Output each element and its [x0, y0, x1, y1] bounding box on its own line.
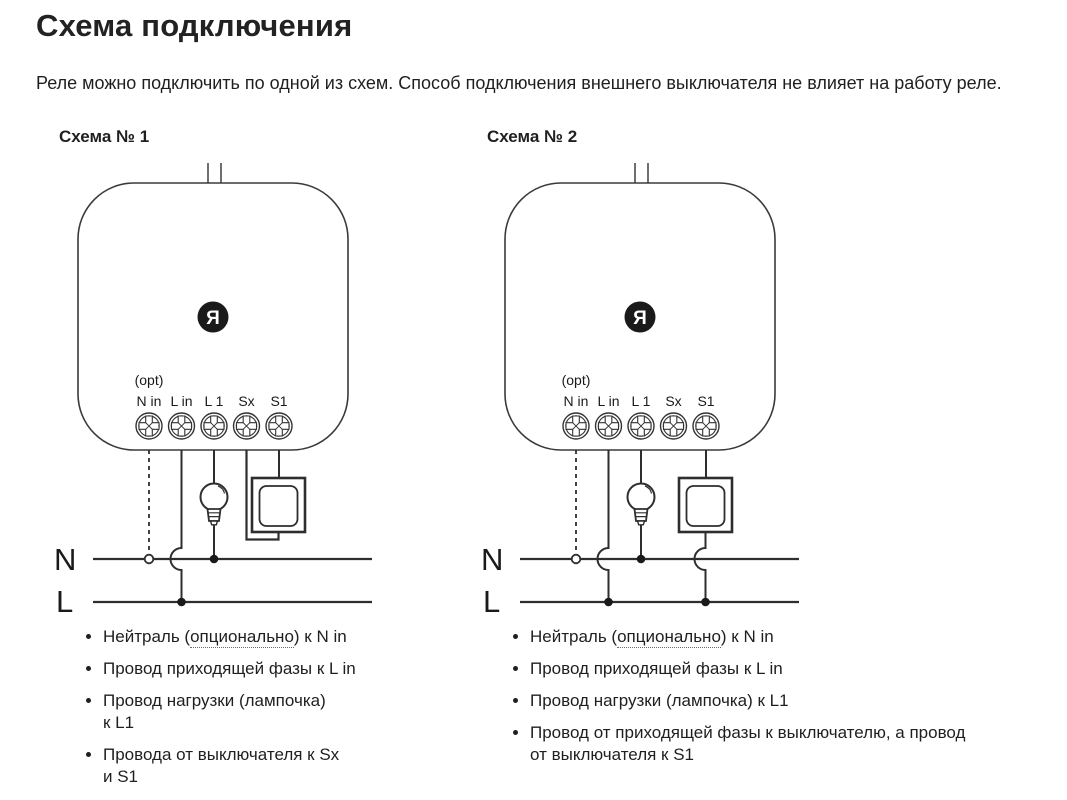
yandex-logo-icon: Я — [624, 301, 656, 333]
wiring — [520, 450, 799, 607]
list-item: Провод нагрузки (лампочка) к L1 — [86, 690, 443, 734]
neutral-label: N — [54, 542, 76, 577]
terminal-label-nin: N in — [137, 393, 162, 409]
terminal-screw-icon — [562, 412, 590, 440]
switch-icon — [677, 476, 734, 534]
scheme-2-heading: Схема № 2 — [487, 127, 578, 146]
terminal-label-l1: L 1 — [632, 393, 651, 409]
note-text: Провод нагрузки (лампочка) к L1 — [530, 691, 789, 710]
junction-dot — [209, 554, 219, 564]
list-item: Провод приходящей фазы к L in — [513, 658, 1040, 680]
sx-wire — [245, 450, 280, 541]
optional-hint: опционально — [190, 627, 294, 648]
note-text: ) к N in — [293, 627, 347, 646]
note-text: Нейтраль ( — [530, 627, 618, 646]
terminal-labels: N in L in L 1 Sx S1 — [564, 393, 715, 409]
lamp-icon — [626, 482, 656, 526]
terminal-screw-icon — [594, 412, 623, 440]
junction-dot — [604, 597, 613, 607]
wiring — [93, 450, 372, 607]
relay-device: Я (opt) N in L in L 1 Sx S1 — [77, 163, 349, 451]
scheme-1-heading: Схема № 1 — [59, 127, 150, 146]
lamp-icon — [199, 482, 229, 526]
note-text: Провод приходящей фазы к L in — [530, 659, 783, 678]
terminal-screw-icon — [627, 412, 655, 440]
terminal-screw-icon — [659, 412, 688, 440]
terminal-label-nin: N in — [564, 393, 589, 409]
phase-in-wire — [169, 450, 183, 602]
terminal-label-lin: L in — [597, 393, 619, 409]
opt-label: (opt) — [562, 372, 591, 388]
note-text: ) к N in — [720, 627, 774, 646]
list-item: Провода от выключателя к Sx и S1 — [86, 744, 443, 788]
terminal-label-sx: Sx — [665, 393, 681, 409]
logo-glyph: Я — [206, 308, 220, 329]
terminal-labels: N in L in L 1 Sx S1 — [137, 393, 288, 409]
phase-in-wire — [596, 450, 610, 602]
relay-device: Я (opt) N in L in L 1 Sx S1 — [504, 163, 776, 451]
note-text: Провод от приходящей фазы к выключателю,… — [530, 723, 966, 764]
terminal-label-lin: L in — [170, 393, 192, 409]
note-text: Провода от выключателя к Sx и S1 — [103, 745, 340, 786]
list-item: Нейтраль (опционально) к N in — [513, 626, 1040, 648]
opt-label: (opt) — [135, 372, 164, 388]
junction-dot — [701, 597, 710, 607]
page-title: Схема подключения — [36, 8, 353, 43]
antenna-wires-icon — [207, 163, 222, 183]
terminal-screw-icon — [167, 412, 196, 440]
wiring-diagram-scheme-2: Я (opt) N in L in L 1 Sx S1 — [481, 163, 799, 619]
logo-glyph: Я — [633, 308, 647, 329]
junction-dot — [636, 554, 646, 564]
list-item: Провод от приходящей фазы к выключателю,… — [513, 722, 1040, 766]
terminal-screw-icon — [200, 412, 228, 440]
open-junction-dot — [570, 553, 582, 565]
terminal-label-s1: S1 — [697, 393, 714, 409]
terminal-screw-icon — [265, 412, 293, 440]
intro-text: Реле можно подключить по одной из схем. … — [36, 73, 1002, 93]
terminal-label-s1: S1 — [270, 393, 287, 409]
switch-icon — [250, 476, 307, 534]
note-text: Нейтраль ( — [103, 627, 191, 646]
list-item: Провод нагрузки (лампочка) к L1 — [513, 690, 1040, 712]
optional-hint: опционально — [617, 627, 721, 648]
switch-return-wire — [693, 532, 707, 602]
scheme-1-notes-list: Нейтраль (опционально) к N in Провод при… — [86, 626, 443, 798]
terminal-label-l1: L 1 — [205, 393, 224, 409]
scheme-2-notes-list: Нейтраль (опционально) к N in Провод при… — [513, 626, 1040, 776]
terminal-screw-icon — [135, 412, 163, 440]
terminal-screw-icon — [232, 412, 261, 440]
list-item: Нейтраль (опционально) к N in — [86, 626, 443, 648]
open-junction-dot — [143, 553, 155, 565]
antenna-wires-icon — [634, 163, 649, 183]
note-text: Провод нагрузки (лампочка) к L1 — [103, 691, 326, 732]
list-item: Провод приходящей фазы к L in — [86, 658, 443, 680]
live-label: L — [483, 584, 500, 619]
yandex-logo-icon: Я — [197, 301, 229, 333]
neutral-label: N — [481, 542, 503, 577]
junction-dot — [177, 597, 186, 607]
wiring-diagram-scheme-1: Я (opt) N in L in L 1 Sx S1 — [54, 163, 372, 619]
terminal-label-sx: Sx — [238, 393, 254, 409]
terminal-screw-icon — [692, 412, 720, 440]
note-text: Провод приходящей фазы к L in — [103, 659, 356, 678]
live-label: L — [56, 584, 73, 619]
